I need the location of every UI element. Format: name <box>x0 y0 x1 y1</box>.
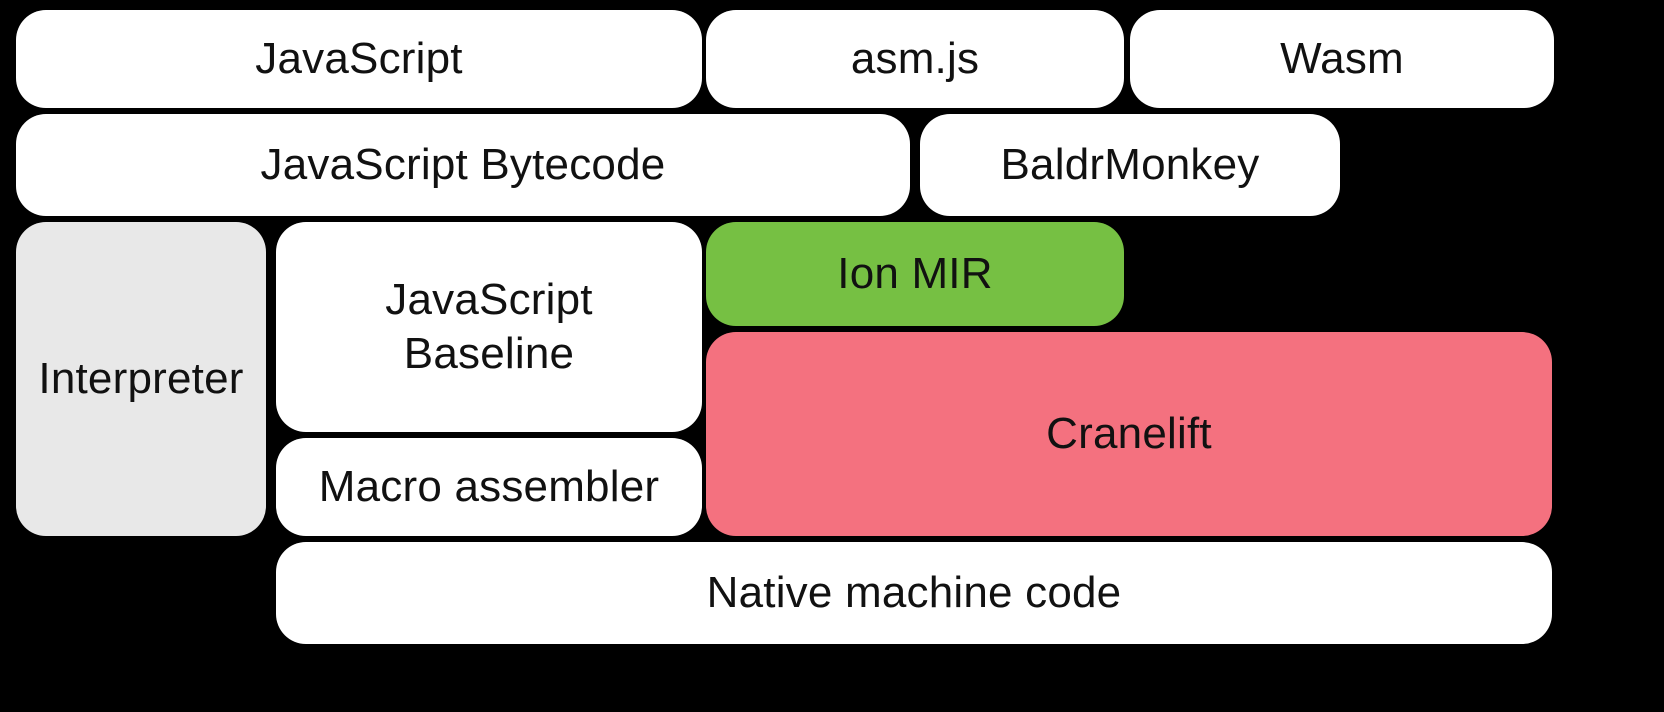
node-javascript-bytecode-label: JavaScript Bytecode <box>260 140 666 190</box>
node-interpreter: Interpreter <box>16 222 266 536</box>
node-macro-assembler: Macro assembler <box>276 438 702 536</box>
node-wasm: Wasm <box>1130 10 1554 108</box>
node-javascript-label: JavaScript <box>255 34 463 84</box>
node-javascript-bytecode: JavaScript Bytecode <box>16 114 910 216</box>
node-native-machine-code-label: Native machine code <box>706 568 1122 618</box>
node-baldrmonkey: BaldrMonkey <box>920 114 1340 216</box>
node-javascript-baseline-label: JavaScript Baseline <box>385 275 593 378</box>
node-wasm-label: Wasm <box>1280 34 1404 84</box>
node-javascript-baseline: JavaScript Baseline <box>276 222 702 432</box>
node-ion-mir-label: Ion MIR <box>837 249 993 299</box>
node-javascript: JavaScript <box>16 10 702 108</box>
node-ion-mir: Ion MIR <box>706 222 1124 326</box>
node-native-machine-code: Native machine code <box>276 542 1552 644</box>
node-macro-assembler-label: Macro assembler <box>318 462 660 512</box>
node-asmjs-label: asm.js <box>850 34 980 84</box>
node-interpreter-label: Interpreter <box>38 354 244 404</box>
node-baldrmonkey-label: BaldrMonkey <box>1000 140 1260 190</box>
node-cranelift: Cranelift <box>706 332 1552 536</box>
node-cranelift-label: Cranelift <box>1046 409 1212 459</box>
node-asmjs: asm.js <box>706 10 1124 108</box>
